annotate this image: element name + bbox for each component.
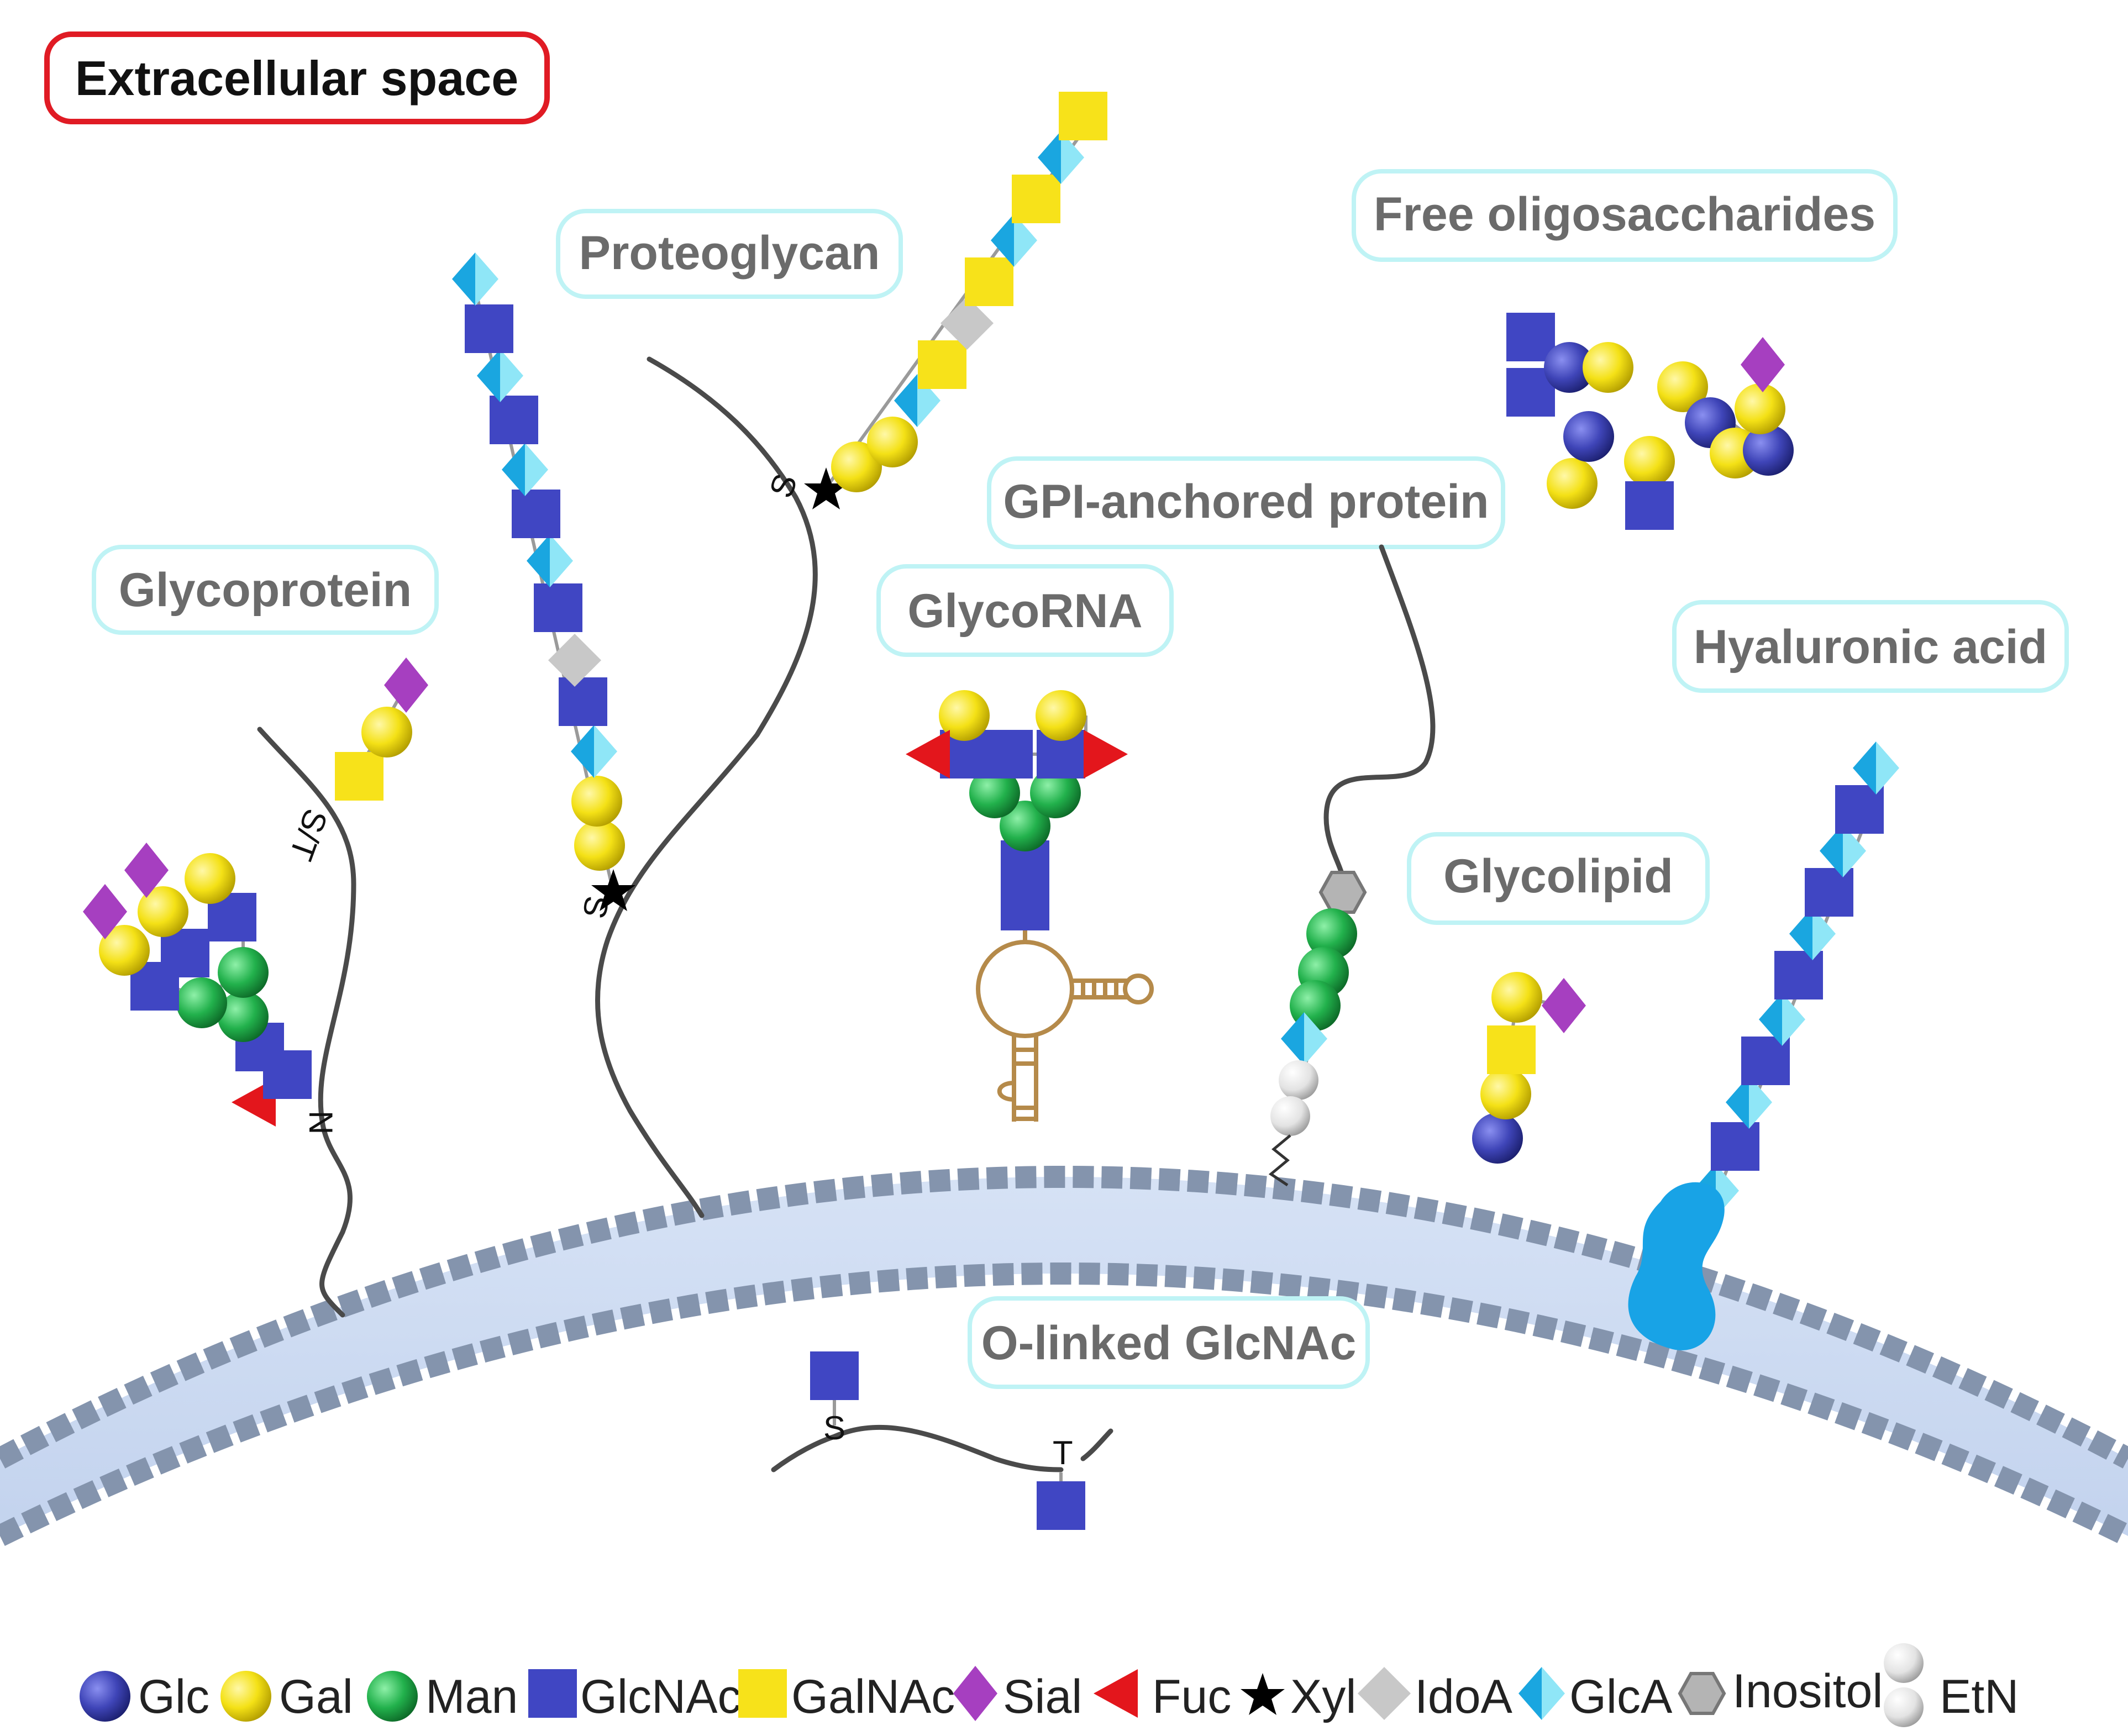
o-glycan-chain [335, 657, 428, 801]
free-oligosaccharide-3 [1624, 436, 1675, 530]
proteoglycan-gag-chain-lower [452, 252, 635, 911]
black-star-icon [1241, 1673, 1285, 1715]
cyan-half-diamond-icon [1519, 1667, 1565, 1720]
svg-text:GlcA: GlcA [1569, 1670, 1673, 1723]
legend-item-inositol: Inositol [1680, 1665, 1883, 1718]
free-oligosaccharide-2 [1547, 411, 1614, 509]
legend-item-xyl: Xyl [1241, 1670, 1356, 1723]
hyaluronic-acid-structure [1628, 741, 1899, 1350]
yellow-circle-icon [220, 1671, 271, 1722]
glycoprotein-structure: S/T N [83, 657, 428, 1318]
o-linked-glcnac-label: O-linked GlcNAc [968, 1296, 1370, 1389]
o-linked-glcnac-structure: S T [771, 1351, 1113, 1530]
serine-threonine-residue: S/T [282, 804, 335, 866]
svg-text:Extracellular space: Extracellular space [75, 51, 518, 106]
legend-item-man: Man [367, 1670, 518, 1723]
glycolipid-label: Glycolipid [1407, 832, 1710, 925]
svg-text:Xyl: Xyl [1290, 1670, 1356, 1723]
svg-text:GlcNAc: GlcNAc [580, 1670, 741, 1723]
svg-text:Hyaluronic acid: Hyaluronic acid [1694, 620, 2047, 674]
legend-item-glc: Glc [80, 1670, 209, 1723]
purple-diamond-icon [953, 1666, 997, 1721]
o-glcnac-threonine-residue: T [1053, 1434, 1073, 1471]
hexagon-icon [1680, 1674, 1724, 1713]
gray-diamond-icon [1358, 1667, 1411, 1720]
blue-square-icon [528, 1669, 577, 1718]
serine-residue-upper: S [762, 469, 805, 503]
svg-text:Glycoprotein: Glycoprotein [119, 564, 412, 617]
n-glycan-chain [83, 843, 312, 1127]
extracellular-space-label: Extracellular space [44, 31, 550, 124]
svg-text:Proteoglycan: Proteoglycan [579, 227, 880, 280]
asparagine-residue: N [302, 1111, 339, 1134]
legend-item-idoa: IdoA [1358, 1667, 1513, 1723]
proteoglycan-label: Proteoglycan [556, 209, 903, 299]
gpi-anchored-protein-structure [1268, 544, 1436, 1187]
lipid-bilayer-membrane [0, 1166, 2128, 1546]
free-oligosaccharide-1 [1506, 313, 1633, 417]
legend-item-glcnac: GlcNAc [528, 1669, 741, 1723]
legend-item-gal: Gal [220, 1670, 353, 1723]
svg-text:GPI-anchored protein: GPI-anchored protein [1003, 475, 1489, 528]
green-circle-icon [367, 1671, 418, 1722]
glycorna-n-glycan [906, 690, 1128, 930]
svg-text:Fuc: Fuc [1152, 1670, 1231, 1723]
o-glcnac-serine-residue: S [823, 1409, 845, 1446]
svg-text:Gal: Gal [279, 1670, 353, 1723]
svg-text:Sial: Sial [1003, 1670, 1082, 1723]
svg-text:Glc: Glc [138, 1670, 209, 1723]
svg-text:Inositol: Inositol [1732, 1665, 1883, 1718]
legend-item-fuc: Fuc [1094, 1669, 1231, 1723]
free-oligosaccharides-structures [1506, 313, 1794, 530]
glycolipid-structure [1472, 972, 1586, 1164]
blue-circle-icon [80, 1671, 130, 1722]
legend: Glc Gal Man GlcNAc GalNAc Sial Fuc Xyl [80, 1643, 2019, 1727]
svg-text:O-linked GlcNAc: O-linked GlcNAc [981, 1317, 1357, 1370]
free-oligosaccharides-label: Free oligosaccharides [1352, 169, 1898, 262]
free-oligosaccharide-4 [1657, 337, 1794, 478]
legend-item-sial: Sial [953, 1666, 1082, 1723]
svg-text:IdoA: IdoA [1415, 1670, 1513, 1723]
svg-text:EtN: EtN [1940, 1670, 2019, 1723]
legend-item-etn: EtN [1884, 1643, 2019, 1727]
glycorna-structure [906, 690, 1154, 1122]
glycoprotein-label: Glycoprotein [92, 545, 439, 635]
svg-text:GlycoRNA: GlycoRNA [907, 585, 1142, 638]
svg-text:Free oligosaccharides: Free oligosaccharides [1374, 188, 1875, 241]
legend-item-galnac: GalNAc [738, 1669, 955, 1723]
hyaluronan-synthase [1628, 1182, 1725, 1350]
legend-item-glca: GlcA [1519, 1667, 1673, 1723]
white-sphere-icon [1884, 1643, 1924, 1683]
red-triangle-icon [1094, 1669, 1138, 1718]
proteoglycan-gag-chain-upper [804, 92, 1107, 509]
svg-text:Man: Man [425, 1670, 518, 1723]
hyaluronic-acid-label: Hyaluronic acid [1672, 600, 2069, 693]
yellow-square-icon [738, 1669, 787, 1718]
svg-text:Glycolipid: Glycolipid [1443, 850, 1673, 903]
glycorna-label: GlycoRNA [876, 564, 1174, 657]
svg-text:GalNAc: GalNAc [791, 1670, 955, 1723]
gpi-anchored-protein-label: GPI-anchored protein [987, 456, 1505, 549]
rna-hairpin [976, 925, 1154, 1122]
